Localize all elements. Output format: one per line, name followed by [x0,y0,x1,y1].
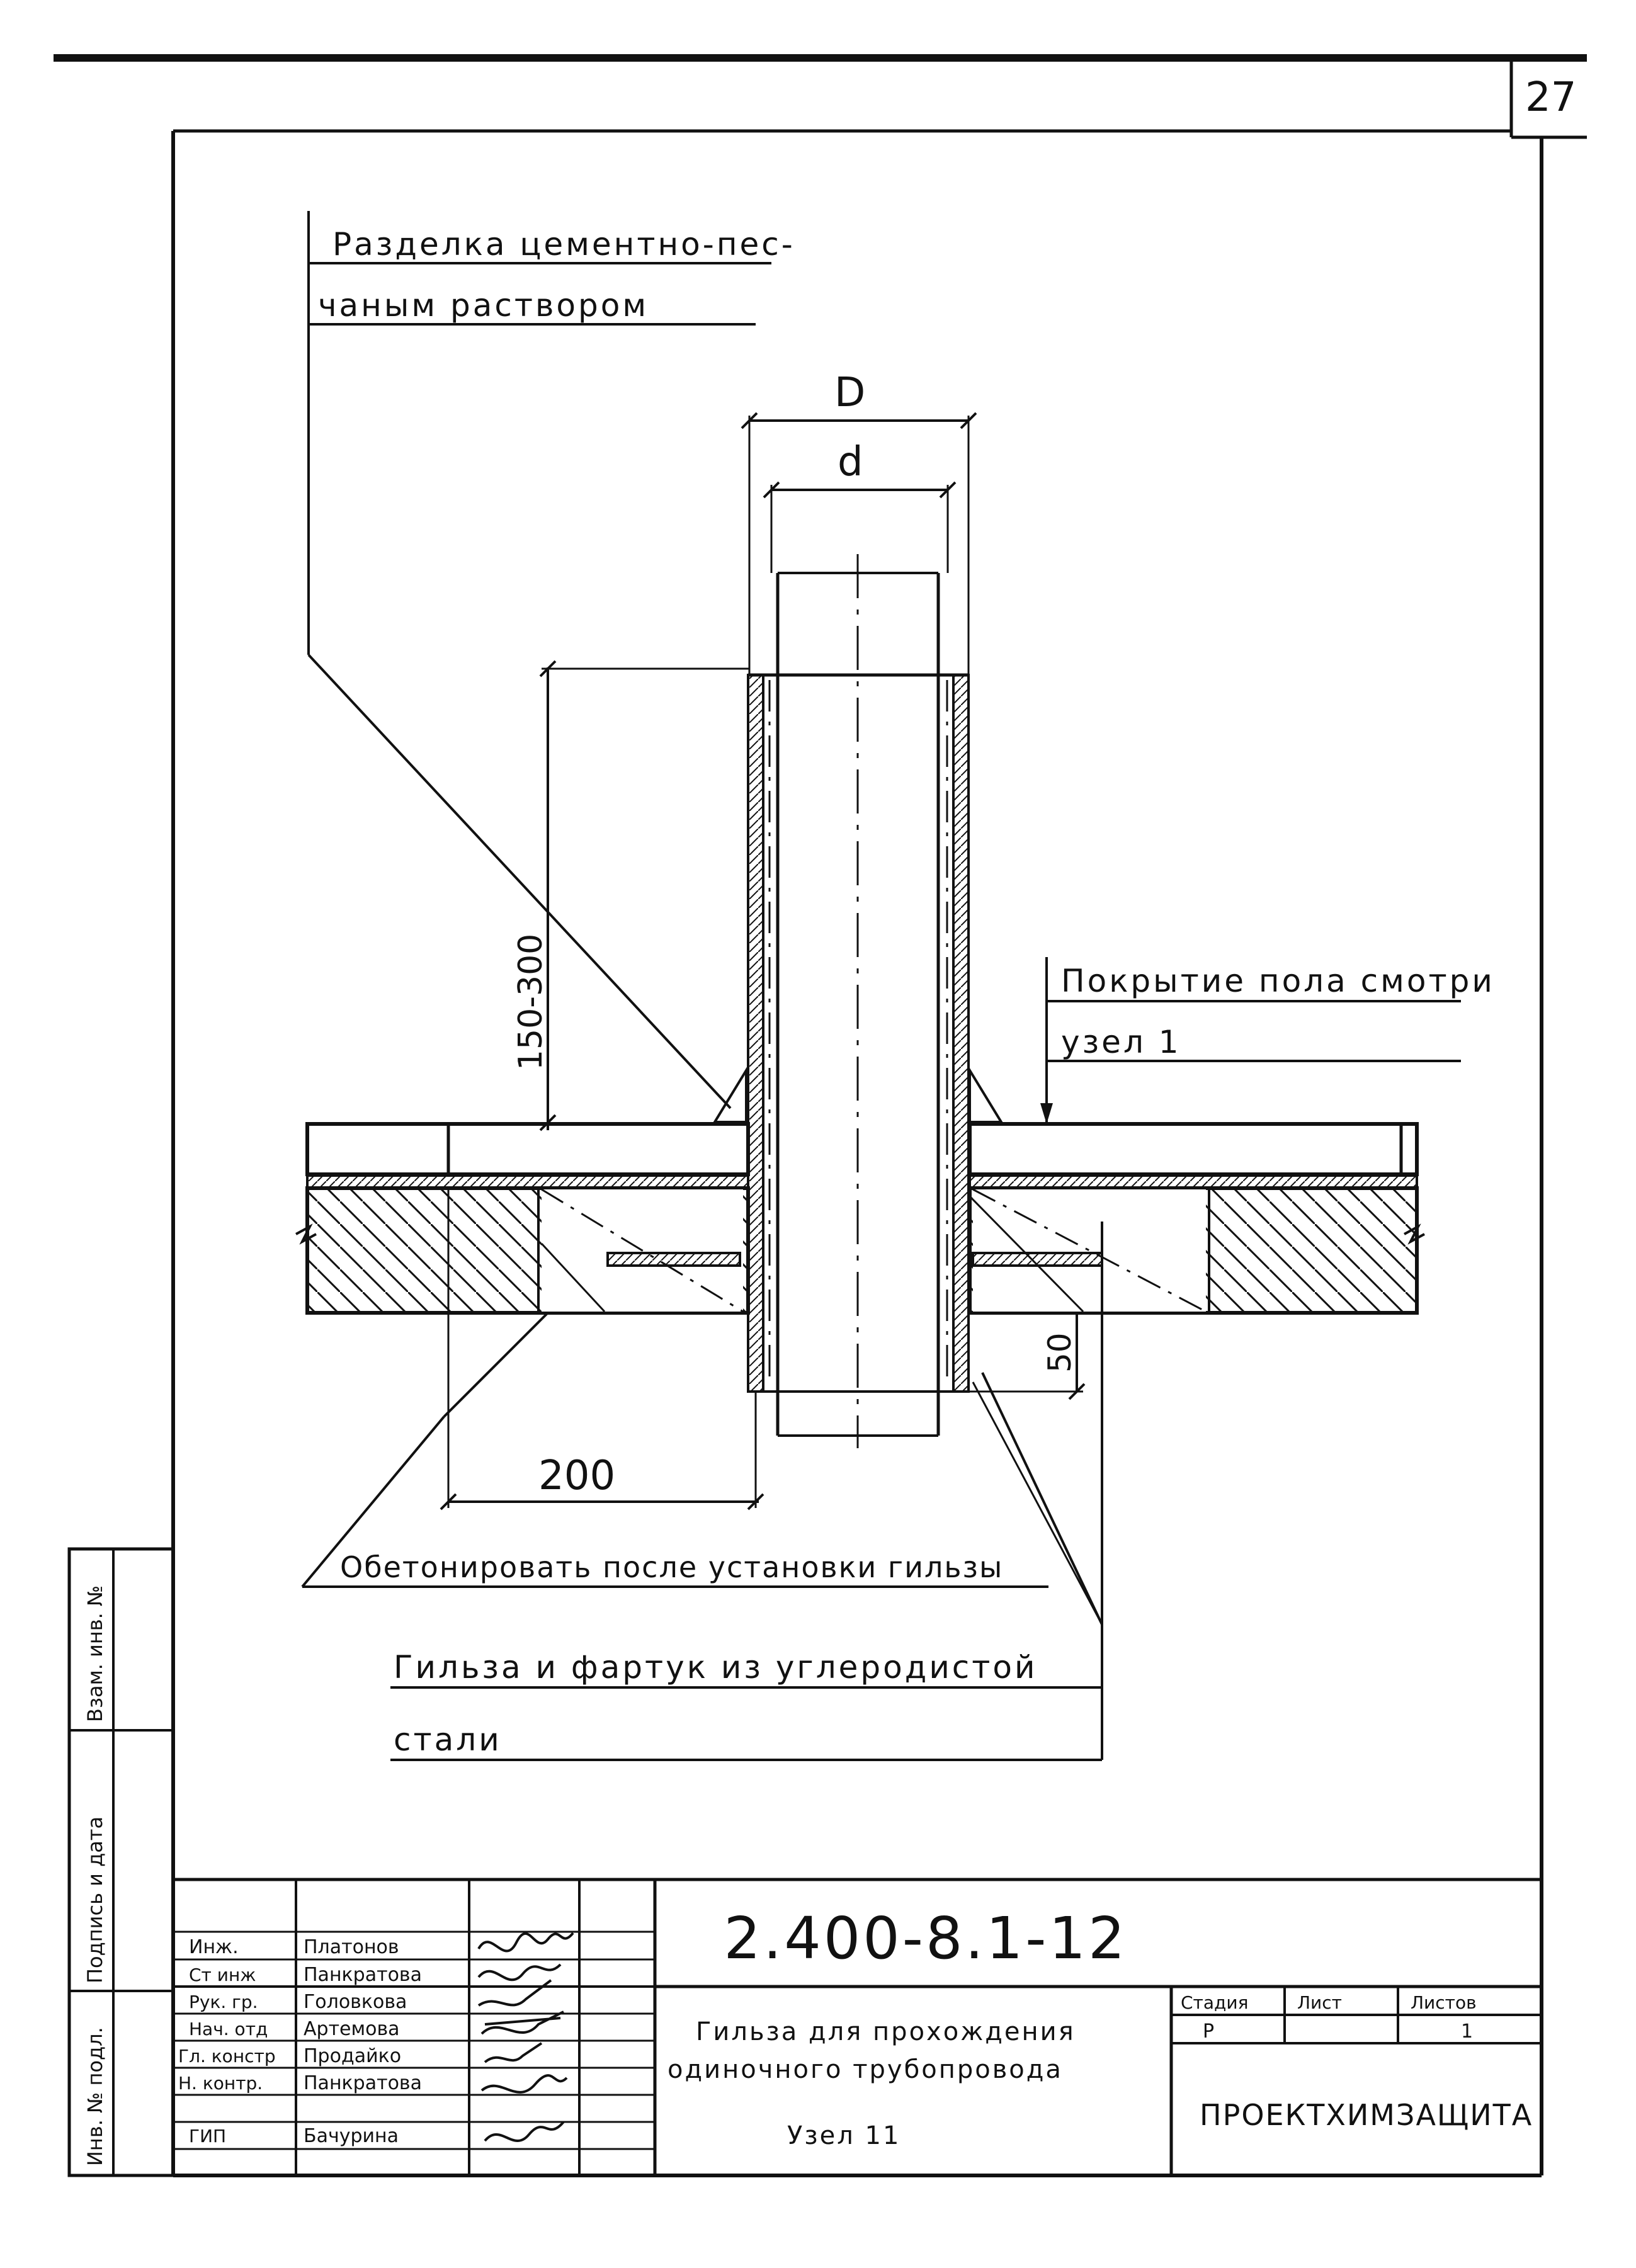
dim-height-label: 150-300 [512,934,550,1070]
tb-name-7: Бачурина [304,2125,399,2147]
label-mortar-1: Разделка цементно-пес- [332,226,795,263]
tb-name-1: Платонов [304,1936,399,1958]
floor-covering-left [305,1122,750,1176]
floor-covering-right [968,1122,1419,1176]
side-inv-no: Инв. № подл. [83,2027,107,2166]
dim-offset-label: 200 [538,1453,615,1499]
tb-name-2: Панкратова [304,1964,422,1986]
sheets-value: 1 [1461,2021,1473,2043]
page-number: 27 [1525,74,1576,121]
signature-marks [477,1932,574,2142]
label-sleeve-1: Гильза и фартук из углеродистой [394,1649,1038,1686]
side-replaced-inv: Взам. инв. № [83,1585,107,1722]
tb-role-6: Н. контр. [178,2073,263,2094]
sleeve-wall-left [747,674,764,1393]
apron-left [606,1252,741,1267]
label-concrete: Обетонировать после установки гильзы [340,1550,1003,1584]
dim-d-label: d [838,439,863,485]
mortar-fillet-right [969,1065,1004,1123]
stage-header: Стадия [1181,1992,1248,2013]
tb-name-6: Панкратова [304,2072,422,2094]
side-signature-date: Подпись и дата [83,1817,107,1983]
document-code: 2.400-8.1-12 [724,1905,1127,1972]
sheets-header: Листов [1411,1992,1477,2013]
tb-name-5: Продайко [304,2045,401,2067]
label-mortar-2: чаным раствором [318,287,649,324]
mortar-fillet-left [712,1065,747,1123]
title-block: Инж. Платонов Ст инж Панкратова Рук. гр.… [173,1878,1542,2175]
label-floor-2: узел 1 [1061,1024,1181,1060]
drawing-title-1: Гильза для прохождения [696,2017,1076,2046]
tb-role-7: ГИП [189,2126,226,2146]
tb-role-4: Нач. отд [189,2019,268,2039]
dim-D-label: D [834,370,865,416]
drawing-title-2: одиночного трубопровода [667,2055,1063,2084]
label-sleeve-2: стали [394,1721,502,1758]
tb-role-3: Рук. гр. [189,1992,258,2012]
stage-value: Р [1203,2021,1214,2043]
label-floor-1: Покрытие пола смотри [1061,963,1495,999]
dim-projection-label: 50 [1042,1332,1078,1373]
node-label: Узел 11 [787,2121,900,2150]
organization: ПРОЕКТХИМЗАЩИТА [1200,2098,1533,2132]
side-stamp: Инв. № подл. Подпись и дата Взам. инв. № [67,1547,175,2177]
tb-role-1: Инж. [189,1936,239,1958]
tb-name-4: Артемова [304,2018,400,2040]
tb-role-5: Гл. констр [178,2046,276,2067]
section-drawing: D d 150-300 200 50 Разделка цементно-пес… [295,211,1495,1761]
tb-role-2: Ст инж [189,1965,256,1985]
sheet-header: Лист [1297,1992,1342,2013]
sleeve-wall-right [952,674,970,1393]
tb-name-3: Головкова [304,1991,407,2013]
apron-right [972,1252,1103,1267]
